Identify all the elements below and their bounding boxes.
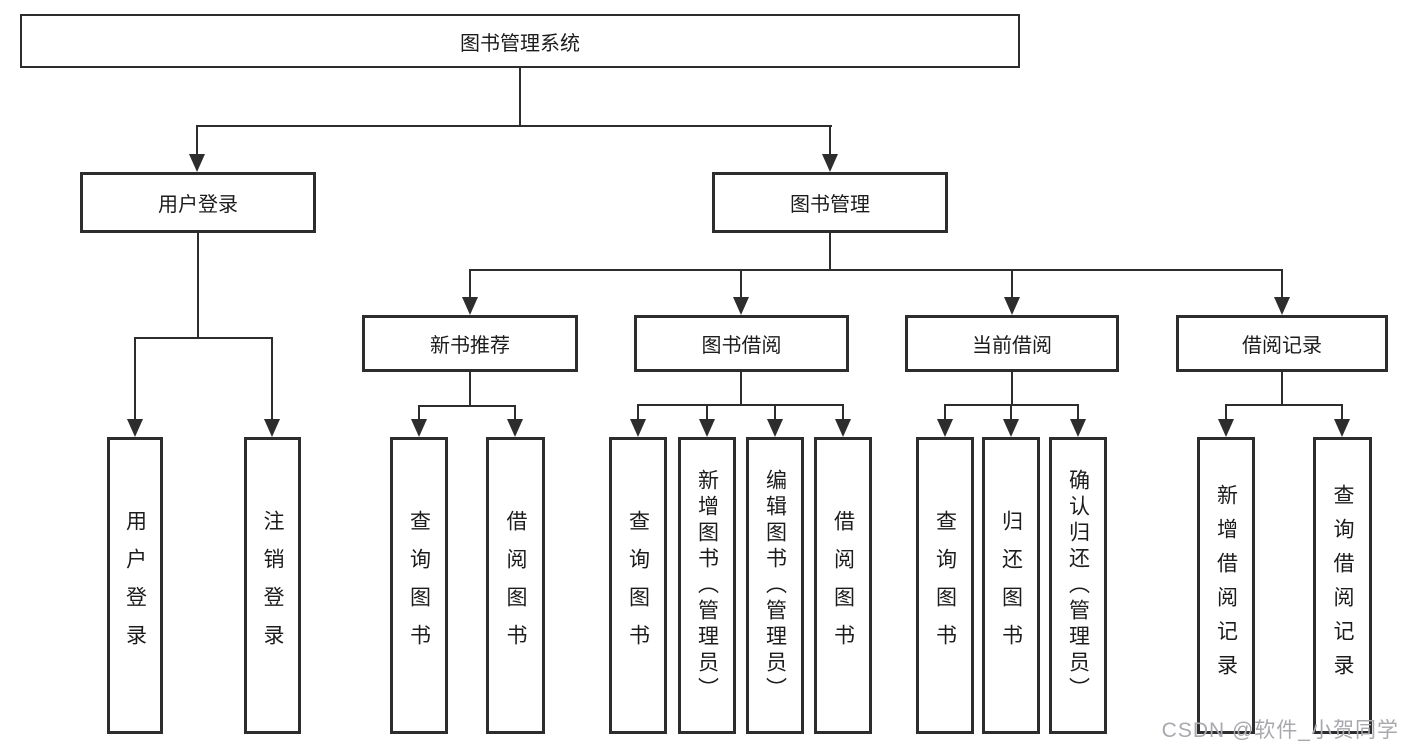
arrow-down-icon [630, 419, 646, 437]
arrow-down-icon [1004, 297, 1020, 315]
node-label: 用户登录 [158, 194, 238, 216]
node-label: 用户登录 [123, 509, 147, 662]
connector-login-leaf1-shaft [134, 338, 136, 420]
connector-g3-stem [1011, 372, 1013, 406]
node-borrowing-records: 借阅记录 [1176, 315, 1388, 372]
connector-g1-shaft2 [514, 406, 516, 420]
node-query-books-recommend: 查询图书 [390, 437, 448, 734]
connector-g2-shaft2 [706, 405, 708, 420]
node-label: 查询图书 [626, 509, 650, 662]
arrow-down-icon [1274, 297, 1290, 315]
connector-g2-hbar [637, 404, 844, 406]
node-current-borrowing: 当前借阅 [905, 315, 1119, 372]
node-edit-book-admin: 编辑图书（管理员） [746, 437, 804, 734]
node-label: 图书借阅 [701, 335, 782, 357]
node-label: 查询图书 [933, 509, 957, 662]
node-query-borrow-record: 查询借阅记录 [1313, 437, 1372, 734]
connector-g2-shaft4 [842, 405, 844, 420]
node-label: 当前借阅 [972, 335, 1052, 357]
arrow-down-icon [189, 154, 205, 172]
node-label: 借阅图书 [831, 509, 855, 662]
node-label: 归还图书 [999, 509, 1023, 662]
connector-mgmt-stem [829, 233, 831, 271]
arrow-down-icon [822, 154, 838, 172]
arrow-down-icon [1334, 419, 1350, 437]
arrow-down-icon [264, 419, 280, 437]
connector-mgmt-hbar [469, 269, 1283, 271]
node-add-book-admin: 新增图书（管理员） [678, 437, 736, 734]
connector-g4-shaft1 [1225, 405, 1227, 420]
node-library-management-system: 图书管理系统 [20, 14, 1020, 68]
connector-g4-stem [1281, 372, 1283, 406]
node-label: 编辑图书（管理员） [763, 468, 787, 703]
connector-g4-shaft2 [1341, 405, 1343, 420]
node-query-books-borrowing: 查询图书 [609, 437, 667, 734]
node-book-borrowing: 图书借阅 [634, 315, 849, 372]
connector-g3-shaft2 [1010, 405, 1012, 420]
arrow-down-icon [127, 419, 143, 437]
arrow-down-icon [1218, 419, 1234, 437]
connector-g2-shaft1 [637, 405, 639, 420]
connector-g3-shaft1 [944, 405, 946, 420]
arrow-down-icon [699, 419, 715, 437]
node-label: 确认归还（管理员） [1066, 468, 1090, 703]
arrow-down-icon [507, 419, 523, 437]
node-logout: 注销登录 [244, 437, 301, 734]
arrow-down-icon [767, 419, 783, 437]
node-label: 注销登录 [261, 509, 284, 662]
node-label: 新增借阅记录 [1214, 483, 1238, 688]
arrow-down-icon [1003, 419, 1019, 437]
node-borrow-books-recommend: 借阅图书 [486, 437, 545, 734]
connector-current-shaft [1011, 270, 1013, 299]
node-borrow-books-borrowing: 借阅图书 [814, 437, 872, 734]
node-label: 图书管理 [790, 194, 870, 216]
arrow-down-icon [733, 297, 749, 315]
connector-borrowing-shaft [740, 270, 742, 299]
connector-user-login-shaft [196, 126, 198, 156]
connector-login-leaf2-shaft [271, 338, 273, 420]
arrow-down-icon [462, 297, 478, 315]
arrow-down-icon [937, 419, 953, 437]
connector-root-stem [519, 68, 521, 126]
node-book-management: 图书管理 [712, 172, 948, 233]
node-label: 新书推荐 [430, 335, 510, 357]
node-add-borrow-record: 新增借阅记录 [1197, 437, 1255, 734]
arrow-down-icon [1070, 419, 1086, 437]
connector-g2-shaft3 [774, 405, 776, 420]
connector-g1-stem [469, 372, 471, 407]
arrow-down-icon [835, 419, 851, 437]
node-user-login-leaf: 用户登录 [107, 437, 163, 734]
connector-recommend-shaft [469, 270, 471, 299]
connector-records-shaft [1281, 270, 1283, 299]
connector-login-stem [197, 233, 199, 338]
node-query-books-current: 查询图书 [916, 437, 974, 734]
node-label: 借阅记录 [1242, 335, 1322, 357]
watermark: CSDN @软件_小贺同学 [1161, 719, 1399, 742]
connector-g3-shaft3 [1077, 405, 1079, 420]
node-user-login: 用户登录 [80, 172, 316, 233]
node-label: 查询图书 [407, 509, 431, 662]
node-label: 借阅图书 [504, 509, 527, 662]
node-confirm-return-admin: 确认归还（管理员） [1049, 437, 1107, 734]
arrow-down-icon [411, 419, 427, 437]
node-label: 新增图书（管理员） [695, 468, 719, 703]
connector-g2-stem [740, 372, 742, 406]
connector-book-mgmt-shaft [829, 126, 831, 156]
connector-root-hbar [196, 125, 832, 127]
node-label: 图书管理系统 [460, 32, 580, 55]
connector-g1-hbar [418, 405, 516, 407]
connector-g1-shaft1 [418, 406, 420, 420]
node-label: 查询借阅记录 [1331, 483, 1354, 688]
connector-login-hbar [134, 337, 273, 339]
connector-g4-hbar [1225, 404, 1343, 406]
node-return-books: 归还图书 [982, 437, 1040, 734]
node-new-book-recommendation: 新书推荐 [362, 315, 578, 372]
